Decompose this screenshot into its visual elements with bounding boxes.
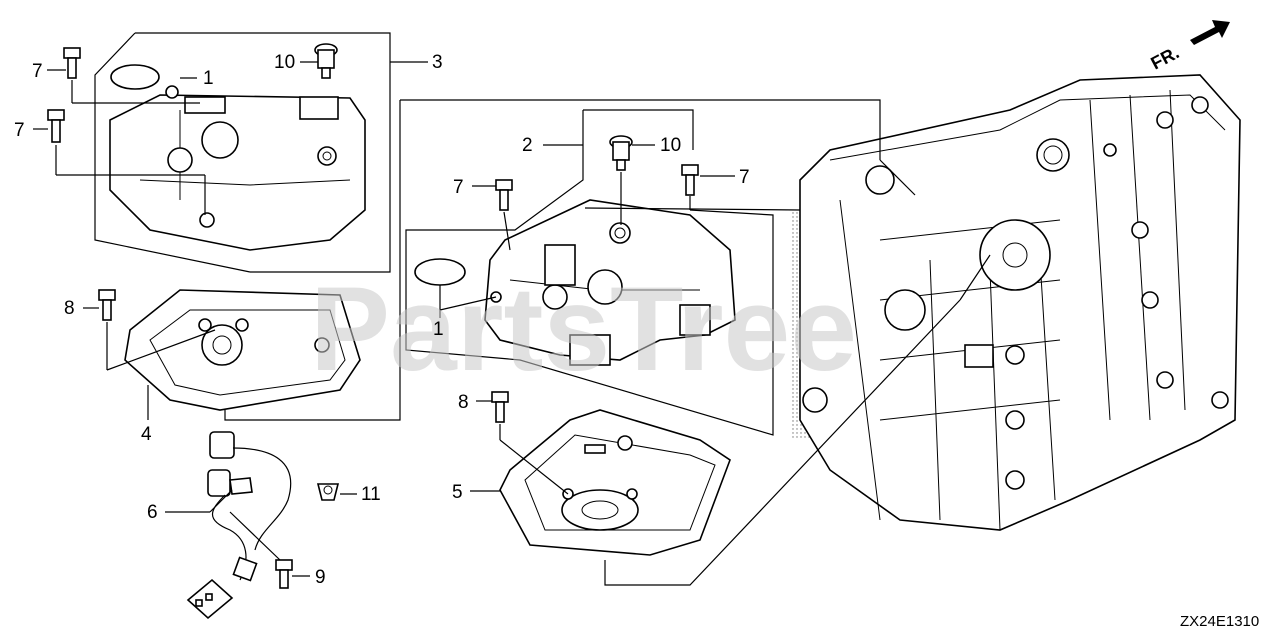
bolt-7-left-top [63, 47, 81, 79]
gasket-5 [499, 409, 731, 556]
callout-1-left: 1 [203, 68, 214, 89]
front-direction-indicator: FR. [1147, 20, 1230, 74]
timing-cover-upper [109, 94, 366, 251]
callout-4: 4 [141, 424, 152, 445]
callout-10-center: 10 [660, 135, 681, 156]
clip-11 [316, 483, 340, 501]
bolt-7-left-bottom [47, 109, 65, 143]
bolt-7-center [495, 179, 513, 211]
leader-lines [33, 61, 991, 577]
engine-block [790, 74, 1241, 531]
callout-1-center: 1 [433, 319, 444, 340]
callout-7-top-left: 7 [32, 61, 43, 82]
bolt-10-center [609, 135, 633, 171]
callout-8-center: 8 [458, 392, 469, 413]
callout-11: 11 [361, 484, 381, 505]
callout-7-center: 7 [453, 177, 464, 198]
callout-3: 3 [432, 52, 443, 73]
outline-lines [224, 99, 961, 586]
gasket-4 [124, 289, 361, 411]
callout-7-left: 7 [14, 120, 25, 141]
callout-7-right: 7 [739, 167, 750, 188]
diagram-code: ZX24E1310 [1180, 613, 1259, 630]
callout-8-left: 8 [64, 298, 75, 319]
callout-2: 2 [522, 135, 533, 156]
callout-6: 6 [147, 502, 158, 523]
group-outline-3 [94, 32, 391, 273]
sensor-harness-6 [186, 431, 292, 620]
callout-5: 5 [452, 482, 463, 503]
callout-9: 9 [315, 567, 326, 588]
callouts: 1 1 2 3 4 5 6 7 7 7 7 8 8 9 10 10 11 [14, 52, 750, 588]
bolt-8-center [491, 391, 509, 423]
bolt-9 [275, 559, 293, 589]
callout-10-left: 10 [274, 52, 295, 73]
watermark: PartsTree [310, 262, 857, 396]
rubber-cap-1 [110, 64, 179, 99]
bolt-10-left [314, 43, 338, 79]
bolt-7-right [681, 164, 699, 196]
group-outline-2 [405, 109, 774, 436]
timing-cover-center [484, 199, 736, 366]
front-direction-label: FR. [1147, 42, 1182, 73]
bolt-8-left [98, 289, 116, 321]
